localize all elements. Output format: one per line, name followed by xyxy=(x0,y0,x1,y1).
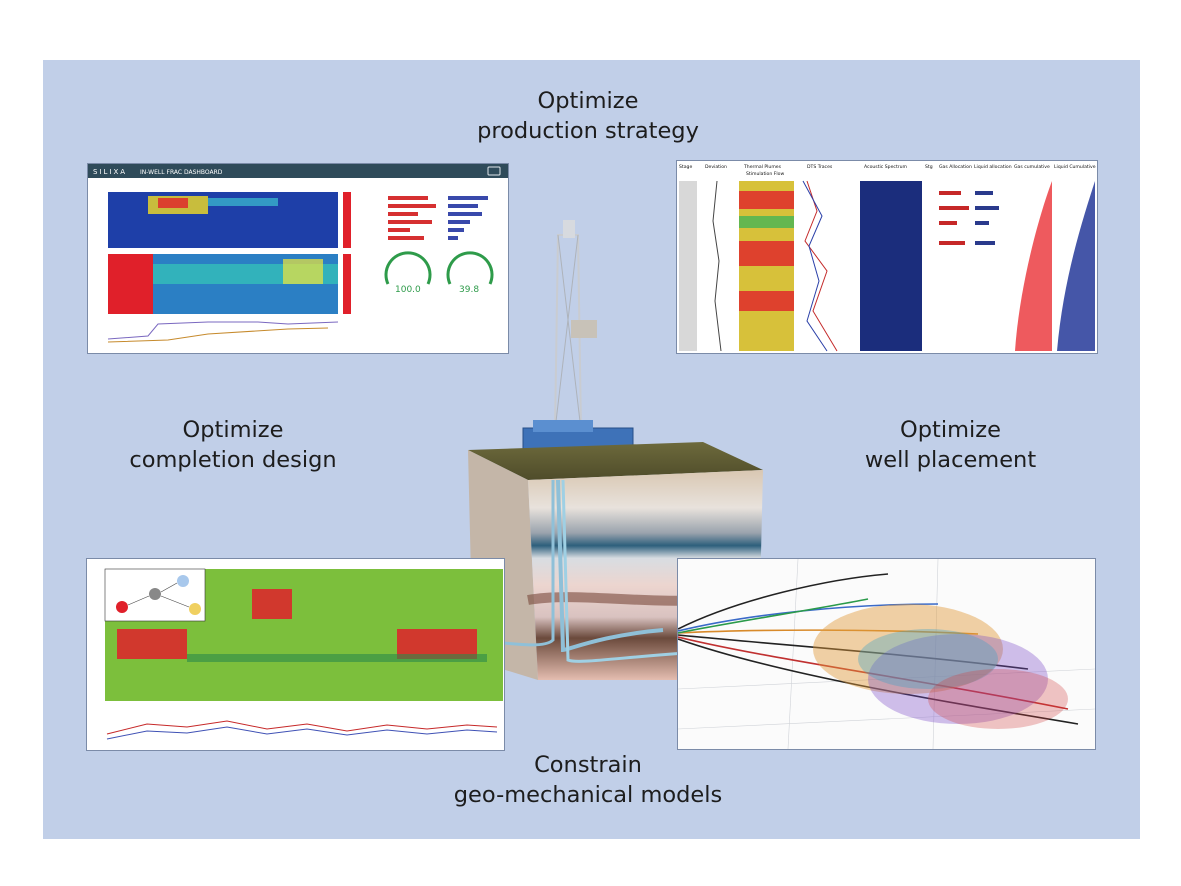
acoustic-spectrum-track xyxy=(860,181,922,351)
col-acoustic: Acoustic Spectrum xyxy=(864,164,908,170)
gauge-icon xyxy=(384,251,494,285)
col-gas-cumulative: Gas cumulative xyxy=(1014,164,1050,170)
well-geology-illustration xyxy=(468,220,763,680)
microseismic-3d-screenshot xyxy=(677,558,1096,750)
caption-geomech: Constrain geo-mechanical models xyxy=(438,750,738,810)
gas-cumulative-area xyxy=(1015,181,1052,351)
col-liquid-cumulative: Liquid Cumulative xyxy=(1054,164,1096,170)
earth-block xyxy=(468,442,763,680)
dashboard-logo: SILIXA xyxy=(93,168,127,176)
caption-completion: Optimize completion design xyxy=(113,415,353,475)
caption-placement: Optimize well placement xyxy=(838,415,1063,475)
diagram-panel: Optimize production strategy Optimize co… xyxy=(43,60,1140,839)
caption-completion-line2: completion design xyxy=(129,447,337,473)
caption-geomech-line1: Constrain xyxy=(534,752,642,778)
caption-production: Optimize production strategy xyxy=(463,86,713,146)
caption-placement-line1: Optimize xyxy=(900,417,1001,443)
gauge-right-value: 39.8 xyxy=(459,285,479,295)
caption-production-line1: Optimize xyxy=(537,88,639,114)
col-gas-allocation: Gas Allocation xyxy=(939,164,972,170)
stage-bar-chart xyxy=(388,196,488,240)
well-log-screenshot: Stage Deviation Thermal Plumes DTS Trace… xyxy=(676,160,1098,354)
col-deviation: Deviation xyxy=(705,164,727,170)
sub-label-thermal: Stimulation Flow xyxy=(746,171,784,177)
liquid-cumulative-area xyxy=(1057,181,1095,351)
well-trajectories xyxy=(678,573,1079,725)
caption-geomech-line2: geo-mechanical models xyxy=(453,782,723,808)
caption-placement-line2: well placement xyxy=(864,447,1037,473)
col-stage: Stage xyxy=(679,164,692,170)
col-stg: Stg xyxy=(925,164,933,170)
microseismic-event-cloud xyxy=(813,604,1068,729)
strain-waterfall-screenshot xyxy=(86,558,505,751)
col-liquid-allocation: Liquid allocation xyxy=(974,164,1012,170)
gauge-left-value: 100.0 xyxy=(395,285,421,295)
drilling-rig-icon xyxy=(522,220,634,465)
col-thermal: Thermal Plumes xyxy=(743,164,782,170)
caption-production-line2: production strategy xyxy=(477,118,699,144)
col-dts: DTS Traces xyxy=(807,164,833,170)
dashboard-menu-icon[interactable] xyxy=(487,166,501,176)
frac-dashboard-screenshot: SILIXA IN-WELL FRAC DASHBOARD xyxy=(87,163,509,354)
dashboard-title: IN-WELL FRAC DASHBOARD xyxy=(140,169,223,176)
caption-completion-line1: Optimize xyxy=(182,417,284,443)
